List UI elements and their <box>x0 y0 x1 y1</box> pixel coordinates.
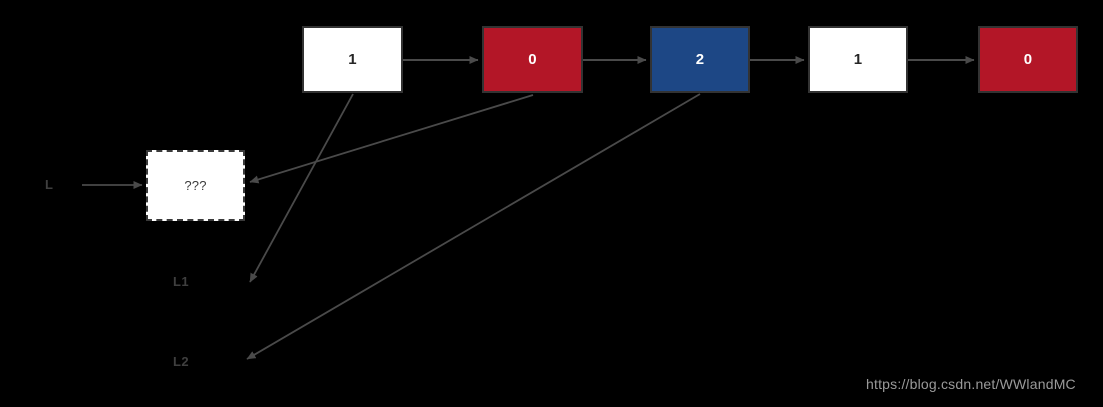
node-value: 0 <box>1023 51 1033 68</box>
node-value: ??? <box>184 178 207 193</box>
node-value: 1 <box>348 51 357 68</box>
pointer-label-l: L <box>45 177 54 192</box>
list-node-n5: 0 <box>978 26 1078 93</box>
pointer-label-l1: L1 <box>173 274 189 289</box>
edge-n3-to-L2 <box>246 93 701 360</box>
edge-n2-to-unknown <box>249 94 534 184</box>
node-value: 1 <box>853 51 863 68</box>
watermark-text: https://blog.csdn.net/WWlandMC <box>866 376 1076 392</box>
list-node-n3: 2 <box>650 26 750 93</box>
node-value: 0 <box>528 51 537 68</box>
list-node-n2: 0 <box>482 26 583 93</box>
list-node-n1: 1 <box>302 26 403 93</box>
pointer-label-l2: L2 <box>173 354 189 369</box>
list-node-unknown: ??? <box>146 150 245 221</box>
node-value: 2 <box>695 51 705 68</box>
list-node-n4: 1 <box>808 26 908 93</box>
edge-n1-to-L1 <box>249 93 354 283</box>
